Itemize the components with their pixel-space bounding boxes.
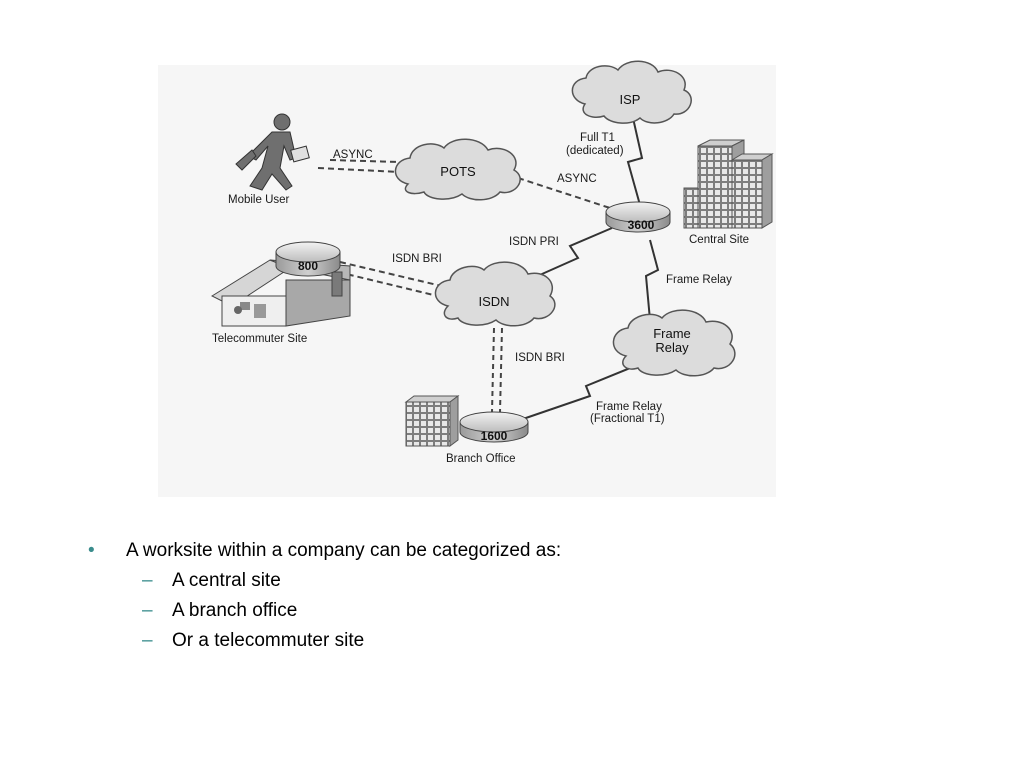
sub-bullet-marker: – — [142, 570, 153, 591]
sub-bullet-item: – A central site — [88, 566, 561, 596]
link-isdn-bri-telecommuter — [339, 261, 451, 289]
sub-bullet-text-telecommuter-site: Or a telecommuter site — [172, 630, 365, 651]
router-800-label: 800 — [298, 259, 318, 273]
router-1600-label: 1600 — [481, 429, 508, 443]
label-full-t1-dedicated: (dedicated) — [566, 145, 624, 157]
cloud-pots-label: POTS — [440, 164, 476, 179]
router-800 — [275, 241, 341, 277]
link-frame-relay-fractional — [519, 363, 641, 421]
link-async-central — [517, 177, 611, 209]
central-site-building — [683, 139, 774, 229]
label-branch-office: Branch Office — [446, 453, 515, 465]
link-async-mobile — [317, 167, 401, 173]
sub-bullet-item: – Or a telecommuter site — [88, 626, 561, 656]
cloud-isdn-label: ISDN — [478, 294, 509, 309]
label-frame-relay: Frame Relay — [666, 274, 732, 286]
link-isdn-bri-telecommuter-2 — [337, 271, 447, 299]
cloud-frame-relay — [612, 309, 736, 377]
bullet-list: • A worksite within a company can be cat… — [88, 536, 561, 656]
sub-bullet-item: – A branch office — [88, 596, 561, 626]
cloud-isp — [571, 60, 692, 124]
link-async-mobile-2 — [329, 159, 401, 163]
router-3600 — [605, 201, 671, 233]
sub-bullet-text-central-site: A central site — [172, 570, 281, 591]
sub-bullet-marker: – — [142, 630, 153, 651]
sub-bullet-marker: – — [142, 600, 153, 621]
link-full-t1 — [626, 117, 644, 206]
label-isdn-bri-branch: ISDN BRI — [515, 352, 565, 364]
link-frame-relay — [644, 239, 660, 321]
cloud-isdn — [434, 261, 556, 327]
bullet-text-main: A worksite within a company can be categ… — [126, 540, 562, 561]
label-isdn-pri: ISDN PRI — [509, 236, 559, 248]
router-3600-label: 3600 — [628, 218, 655, 232]
cloud-frame-relay-label-2: Relay — [655, 340, 689, 355]
label-central-site: Central Site — [689, 234, 749, 246]
branch-office-building — [404, 395, 460, 447]
label-async-mobile: ASYNC — [333, 149, 373, 161]
cloud-frame-relay-label-1: Frame — [653, 326, 691, 341]
network-diagram: ISP POTS ISDN Frame Relay 3600 — [210, 60, 774, 465]
label-isdn-bri-telecommuter: ISDN BRI — [392, 253, 442, 265]
label-frame-relay-fractional: Frame Relay — [596, 401, 662, 413]
bullet-item-main: • A worksite within a company can be cat… — [88, 536, 561, 566]
label-async-central: ASYNC — [557, 173, 597, 185]
cloud-isp-label: ISP — [620, 92, 641, 107]
sub-bullet-text-branch-office: A branch office — [172, 600, 298, 621]
label-full-t1: Full T1 — [580, 132, 615, 144]
label-telecommuter-site: Telecommuter Site — [212, 333, 307, 345]
label-frame-relay-fractional-t1: (Fractional T1) — [590, 413, 665, 425]
cloud-pots — [394, 138, 521, 201]
mobile-user-figure — [235, 113, 310, 191]
link-isdn-pri — [523, 227, 613, 283]
bullet-marker: • — [88, 540, 95, 561]
label-mobile-user: Mobile User — [228, 194, 290, 206]
router-1600 — [459, 411, 529, 443]
